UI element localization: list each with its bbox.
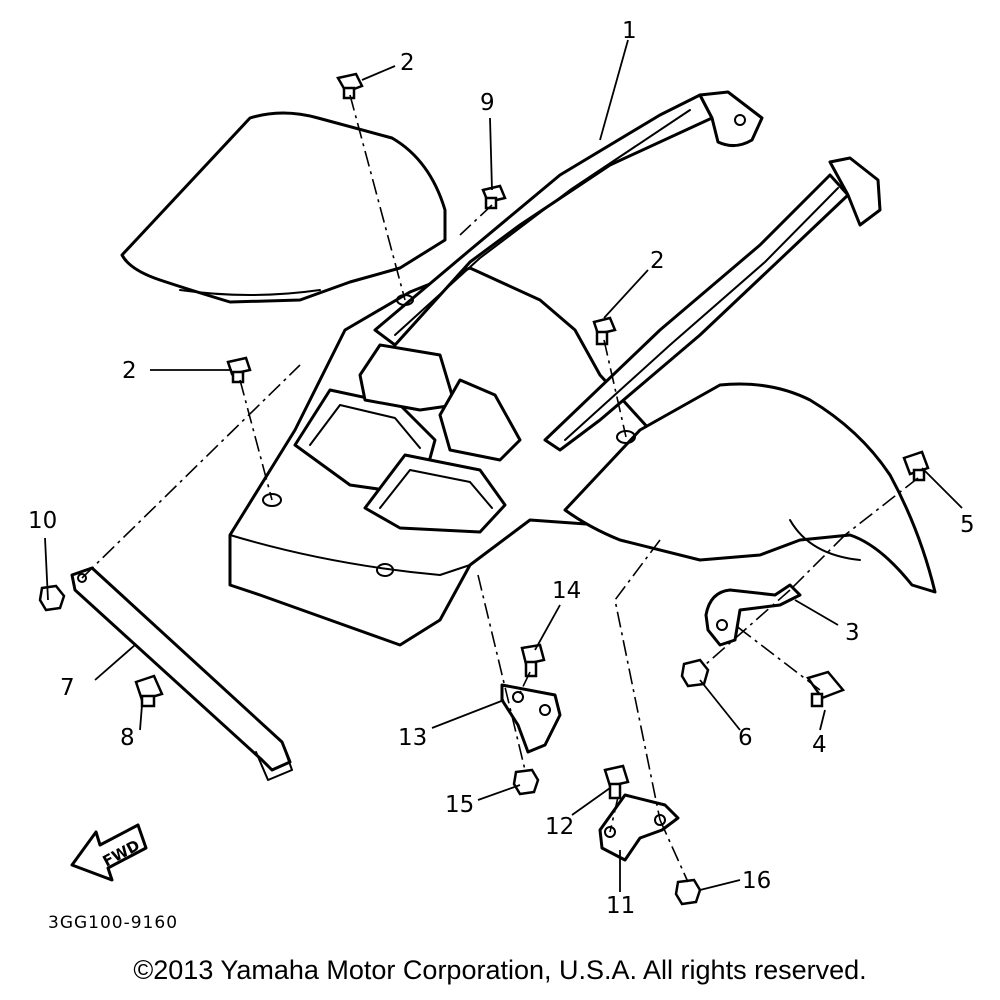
callout-10: 10 [28,508,57,534]
storage-well-left-inner [309,404,421,449]
storage-well-right-inner [379,469,493,509]
fender-mount-hole-left [262,493,282,507]
callout-15: 15 [445,792,474,818]
callout-4: 4 [812,732,827,758]
fender-front-face [229,534,471,576]
bolt-4 [805,670,846,708]
bolt-2-top [336,72,364,100]
bolt-5 [902,450,930,482]
assembly-lines [81,94,919,883]
stay-bar [70,566,292,772]
bolt-8 [134,674,164,708]
callout-8: 8 [120,725,135,751]
leader-lines [44,39,963,892]
right-rail-end-cap [828,156,882,227]
bracket-11-hole-b [654,814,666,826]
bracket-13-hole-a [512,691,524,703]
right-carrier-rail [543,173,850,452]
bracket-3 [704,583,802,647]
bolt-14 [520,643,546,678]
left-carrier-rail-groove [394,109,691,336]
bracket-13 [500,683,562,754]
callout-5: 5 [960,512,975,538]
diagram-code: 3GG100-9160 [48,913,178,933]
callout-11: 11 [606,893,635,919]
nut-6 [680,658,710,688]
storage-well-center [438,378,522,462]
callout-3: 3 [845,620,860,646]
bolt-2-left [226,356,252,384]
bracket-3-hole [716,619,728,631]
stay-bar-end-hole [77,573,87,583]
bolt-9 [481,184,507,210]
right-carrier-rail-groove [564,187,839,441]
fwd-arrow-icon: FWD [70,823,148,882]
callout-12: 12 [545,814,574,840]
bracket-13-hole-b [539,704,551,716]
callout-2-right: 2 [650,248,665,274]
callout-1: 1 [622,18,637,44]
bolt-12 [603,764,630,800]
callout-7: 7 [60,675,75,701]
callout-14: 14 [552,578,581,604]
storage-well-rear [358,343,457,412]
bracket-11-hole-a [604,826,616,838]
fender-mount-hole-center [396,294,414,306]
bolt-2-right [592,316,617,346]
left-rail-end-hole [734,114,746,126]
right-fender-wing [563,382,937,594]
nut-15 [512,768,540,796]
callout-6: 6 [738,725,753,751]
left-rail-end-cap [698,90,764,147]
callout-16: 16 [742,868,771,894]
callout-2-top: 2 [400,50,415,76]
storage-well-right [363,453,507,534]
left-fender-wing [120,111,447,304]
callout-9: 9 [480,90,495,116]
copyright-notice: ©2013 Yamaha Motor Corporation, U.S.A. A… [133,955,867,985]
callout-13: 13 [398,725,427,751]
fender-mount-hole-front [376,563,394,577]
nut-10 [38,584,66,612]
left-fender-wing-edge [179,289,321,296]
stay-bar-bracket [255,741,293,781]
fender-mount-hole-right [616,430,636,444]
nut-16 [674,878,702,906]
right-fender-wing-edge [789,519,861,561]
callout-2-left: 2 [122,358,137,384]
